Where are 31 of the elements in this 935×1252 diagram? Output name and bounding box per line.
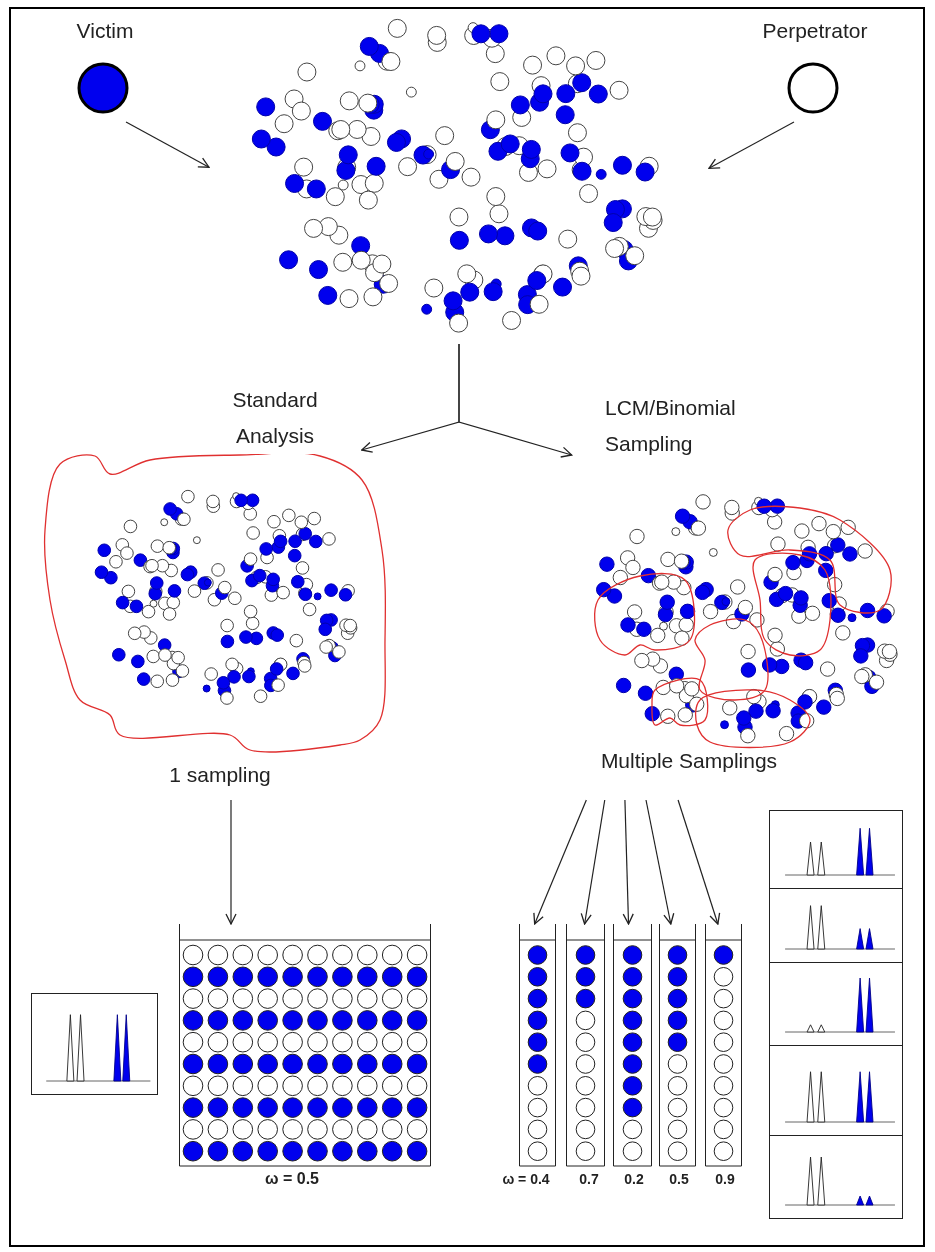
sample-caption: 0.2: [624, 1170, 644, 1189]
node-label: Victim: [75, 18, 135, 44]
arrow: [645, 799, 675, 925]
sample-tube-drawing: [613, 924, 652, 1167]
electropherogram-panel: [769, 962, 903, 1046]
electropherogram-panel: [769, 810, 903, 889]
sample-caption: 0.5: [669, 1170, 689, 1189]
electropherogram-panel: [31, 993, 158, 1095]
sample-caption: ω = 0.5: [265, 1169, 319, 1189]
arrow: [533, 799, 587, 925]
electropherogram-panel: [769, 1045, 903, 1136]
sample-tube-drawing: [566, 924, 605, 1167]
arrow: [622, 799, 634, 925]
sample-tube-drawing: [519, 924, 556, 1167]
sample-caption: Multiple Samplings: [600, 750, 778, 772]
sample-caption: ω = 0.4: [502, 1170, 550, 1189]
arrow: [708, 121, 795, 169]
sample-tube-drawing: [659, 924, 696, 1167]
sample-caption: 0.9: [715, 1170, 735, 1189]
arrow: [458, 343, 573, 458]
sample-tube-drawing: [705, 924, 742, 1167]
arrow: [225, 799, 237, 925]
sample-caption: 0.7: [579, 1170, 599, 1189]
sample-plate-drawing: [179, 924, 431, 1167]
arrow: [677, 799, 721, 925]
node-label: Perpetrator: [761, 18, 869, 44]
arrow: [580, 799, 606, 925]
electropherogram-panel: [769, 1135, 903, 1219]
sample-caption: 1 sampling: [169, 764, 271, 786]
electropherogram-panel: [769, 888, 903, 963]
arrow: [125, 121, 210, 168]
